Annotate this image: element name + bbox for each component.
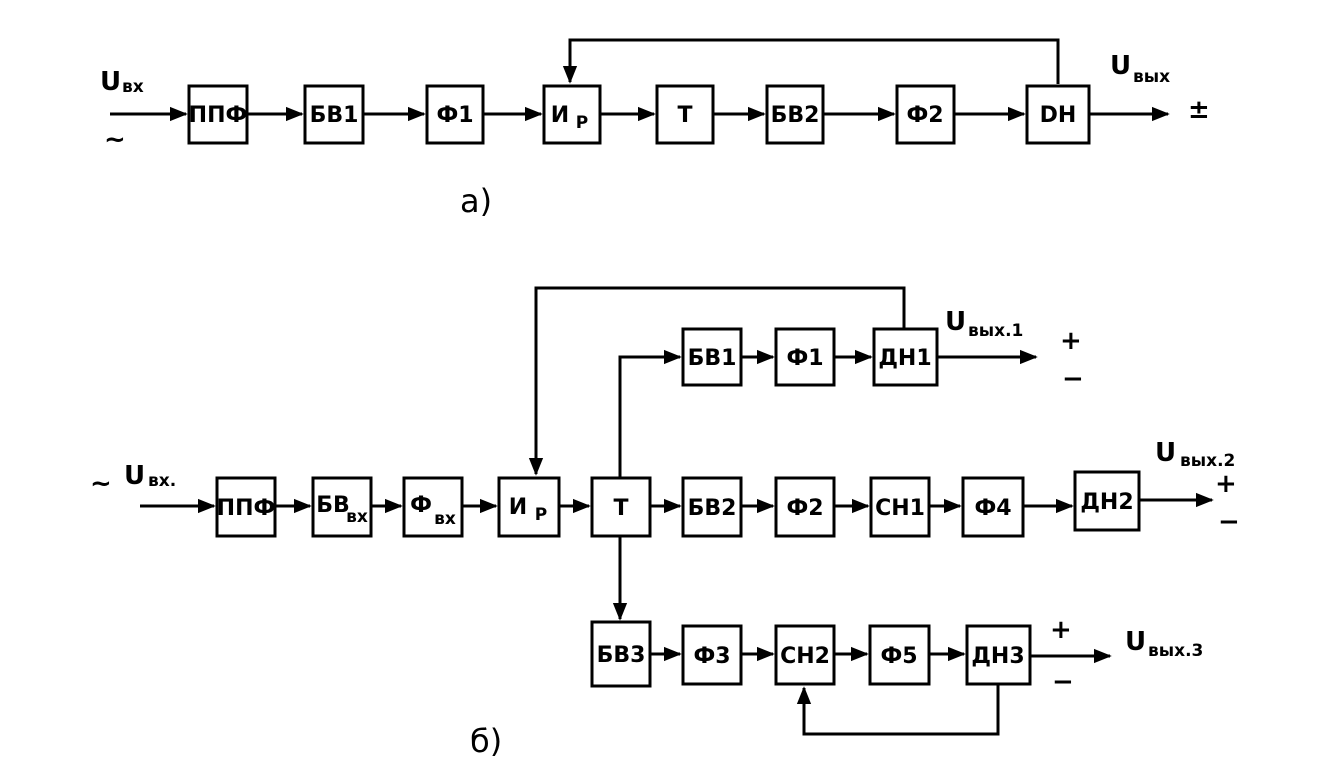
block-b-dn2-label: ДН2 [1080, 490, 1133, 515]
block-b-f1-label: Ф1 [786, 346, 823, 371]
signal-b-input-tilde: ~ [90, 469, 112, 499]
block-b-f2: Ф2 [774, 476, 836, 538]
block-a-ir-sub: Р [576, 113, 588, 133]
block-b-dn1-label: ДН1 [878, 346, 931, 371]
block-b-ppf: ППФ [215, 476, 277, 538]
block-b-dn3: ДН3 [965, 624, 1032, 686]
block-b-f3-label: Ф3 [693, 644, 730, 669]
block-b-fvx-sub: вх [434, 509, 456, 529]
signal-a-input-sub: вх [122, 77, 144, 97]
block-b-dn3-label: ДН3 [971, 644, 1024, 669]
signal-b-output2-minus: − [1218, 507, 1240, 537]
block-b-bv2-label: БВ2 [688, 496, 737, 521]
signal-b-input-main: U [124, 461, 145, 491]
signal-b-output1-sub: вых.1 [968, 321, 1023, 341]
signal-b-output1-plus: + [1060, 326, 1082, 356]
signal-b-input: ~ U вх. [90, 461, 176, 499]
block-b-t: Т [590, 476, 652, 538]
block-b-dn2: ДН2 [1073, 470, 1141, 532]
signal-a-input-main: U [100, 67, 121, 97]
block-a-bv1-label: БВ1 [310, 103, 359, 128]
block-b-sn1: СН1 [869, 476, 931, 538]
block-a-ir: И Р [542, 84, 602, 145]
signal-b-input-sub: вх. [148, 471, 176, 491]
diagram-a: ППФ БВ1 Ф1 И Р Т БВ2 Ф2 DН [100, 38, 1210, 220]
signal-a-input-tilde: ~ [104, 125, 126, 155]
block-b-f3: Ф3 [681, 624, 743, 686]
block-a-t: Т [655, 84, 715, 145]
block-a-t-label: Т [677, 103, 692, 128]
block-b-bvvx-label: БВ [316, 493, 350, 518]
block-b-bv3: БВ3 [590, 620, 652, 688]
block-b-sn1-label: СН1 [875, 496, 925, 521]
block-b-sn2: СН2 [774, 624, 836, 686]
block-b-fvx-label: Ф [410, 493, 432, 518]
signal-b-output3: U вых.3 + − [1050, 615, 1203, 697]
signal-b-output3-plus: + [1050, 615, 1072, 645]
block-b-bv1: БВ1 [681, 327, 743, 387]
block-b-f5-label: Ф5 [880, 644, 917, 669]
block-b-ir: И Р [497, 476, 561, 538]
block-a-bv1: БВ1 [303, 84, 365, 145]
wire-b-t-bv1 [618, 349, 682, 478]
block-a-dn: DН [1025, 84, 1091, 145]
wire-a-feedback [562, 38, 1060, 84]
block-b-f4-label: Ф4 [974, 496, 1011, 521]
signal-b-output1: U вых.1 + − [945, 307, 1084, 394]
signal-b-output3-minus: − [1052, 667, 1074, 697]
block-b-f1: Ф1 [774, 327, 836, 387]
block-a-f1-label: Ф1 [436, 103, 473, 128]
block-b-fvx: Ф вх [402, 476, 464, 538]
signal-b-output2-sub: вых.2 [1180, 451, 1235, 471]
block-b-sn2-label: СН2 [780, 644, 830, 669]
signal-a-output-plusminus: ± [1188, 95, 1210, 125]
diagram-a-wires [110, 38, 1170, 122]
block-a-f1: Ф1 [425, 84, 485, 145]
block-b-bv2: БВ2 [681, 476, 743, 538]
signal-a-output-main: U [1110, 51, 1131, 81]
block-b-ppf-label: ППФ [217, 496, 276, 521]
wire-b-sn2-feedback [796, 685, 1000, 736]
block-b-bv1-label: БВ1 [688, 346, 737, 371]
block-a-f2-label: Ф2 [906, 103, 943, 128]
block-a-ppf-label: ППФ [189, 103, 248, 128]
block-a-ppf: ППФ [187, 84, 249, 145]
signal-b-output3-main: U [1125, 627, 1146, 657]
signal-b-output2-main: U [1155, 438, 1176, 468]
block-a-bv2: БВ2 [765, 84, 825, 145]
signal-b-output2-plus: + [1215, 469, 1237, 499]
wire-b-feedback [528, 286, 906, 476]
block-b-f4: Ф4 [961, 476, 1025, 538]
caption-a: a) [460, 182, 492, 220]
caption-b: б) [470, 722, 502, 760]
block-b-ir-sub: Р [535, 505, 547, 525]
block-b-t-label: Т [613, 496, 628, 521]
diagram-b: ППФ БВ вх Ф вх И Р Т БВ1 Ф1 [90, 286, 1240, 760]
signal-a-output: U вых ± [1110, 51, 1210, 125]
signal-a-output-sub: вых [1133, 67, 1170, 87]
signal-b-output1-main: U [945, 307, 966, 337]
block-a-ir-label: И [551, 103, 569, 128]
block-a-dn-label: DН [1040, 103, 1077, 128]
block-b-bv3-label: БВ3 [597, 643, 646, 668]
block-b-bvvx-sub: вх [346, 507, 368, 527]
signal-b-output1-minus: − [1062, 364, 1084, 394]
block-b-dn1: ДН1 [872, 327, 939, 387]
block-a-f2: Ф2 [895, 84, 956, 145]
diagram-b-wires [140, 286, 1214, 736]
block-b-f5: Ф5 [868, 624, 931, 686]
signal-a-input: U вх ~ [100, 67, 144, 155]
block-b-bvvx: БВ вх [311, 476, 373, 538]
signal-b-output2: U вых.2 + − [1155, 438, 1240, 537]
block-b-ir-label: И [509, 495, 527, 520]
signal-b-output3-sub: вых.3 [1148, 641, 1203, 661]
block-b-f2-label: Ф2 [786, 496, 823, 521]
block-a-bv2-label: БВ2 [771, 103, 820, 128]
